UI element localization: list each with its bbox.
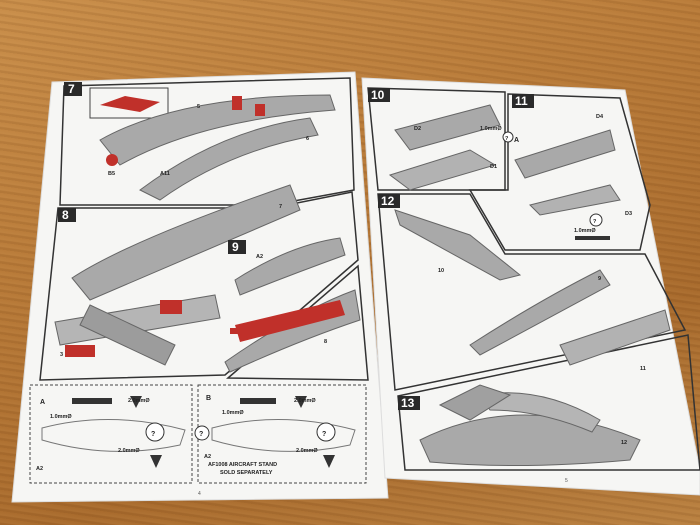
step-12-number: 12 bbox=[381, 194, 395, 208]
panel-step-12 bbox=[377, 193, 687, 391]
option-b-drill-bottom: 2.0mmØ bbox=[296, 448, 318, 454]
right-page-number: 5 bbox=[565, 478, 568, 484]
callout-7: 7 bbox=[279, 204, 282, 210]
option-b-drill-top: 2.0mmØ bbox=[294, 398, 316, 404]
option-a-drill-left: 1.0mmØ bbox=[50, 414, 72, 420]
stand-note-line2: SOLD SEPARATELY bbox=[220, 470, 273, 476]
step-9-number: 9 bbox=[232, 240, 239, 254]
step9-wing bbox=[224, 237, 361, 373]
callout-10: 10 bbox=[438, 268, 444, 274]
right-page: ? ? bbox=[361, 77, 700, 496]
svg-text:?: ? bbox=[199, 431, 203, 438]
step13-aircraft bbox=[419, 384, 641, 467]
step7-fuselage bbox=[89, 87, 336, 201]
callout-8: 8 bbox=[324, 339, 327, 345]
step-13-badge bbox=[398, 396, 420, 410]
step10-drill: 1.0mmØ bbox=[480, 126, 502, 132]
step-11-number: 11 bbox=[515, 94, 528, 108]
svg-text:?: ? bbox=[505, 136, 509, 142]
svg-text:?: ? bbox=[593, 219, 597, 225]
panel-step-11 bbox=[468, 93, 651, 251]
step-13-number: 13 bbox=[401, 396, 415, 410]
callout-d2: D2 bbox=[414, 126, 421, 132]
step-8-number: 8 bbox=[62, 208, 69, 222]
option-b-letter: B bbox=[206, 395, 211, 402]
option-a-box bbox=[29, 384, 193, 484]
step-12-badge bbox=[378, 194, 400, 208]
callout-a11: A11 bbox=[160, 171, 170, 177]
step8-fuselage bbox=[54, 184, 301, 366]
panel-step-7 bbox=[59, 77, 355, 206]
option-a-drill-bottom: 2.0mmØ bbox=[118, 448, 140, 454]
callout-6: 6 bbox=[306, 136, 309, 142]
step-7-number: 7 bbox=[68, 82, 75, 96]
callout-12: 12 bbox=[621, 440, 627, 446]
stand-note-line1: AF1008 AIRCRAFT STAND bbox=[208, 462, 277, 468]
step-9-badge bbox=[228, 240, 246, 254]
step-8-badge bbox=[58, 208, 76, 222]
step-7-badge bbox=[64, 82, 82, 96]
option-b-part: A2 bbox=[204, 454, 211, 460]
step10-option: A bbox=[514, 137, 519, 144]
svg-text:?: ? bbox=[322, 431, 326, 438]
option-a-drill-top: 2.0mmØ bbox=[128, 398, 150, 404]
callout-d4: D4 bbox=[596, 114, 604, 120]
step12-assembly bbox=[394, 209, 671, 366]
callout-9: 9 bbox=[598, 276, 601, 282]
callout-11: 11 bbox=[640, 366, 646, 372]
callout-3: 3 bbox=[60, 352, 63, 358]
callout-a2-step9: A2 bbox=[256, 254, 263, 260]
step11-drill: 1.0mmØ bbox=[574, 228, 596, 234]
left-page-number: 4 bbox=[198, 491, 201, 497]
step-10-number: 10 bbox=[371, 88, 385, 102]
option-b-drill-left: 1.0mmØ bbox=[222, 410, 244, 416]
option-a-letter: A bbox=[40, 399, 45, 406]
step-11-badge bbox=[512, 94, 534, 108]
option-b-diagram: ? bbox=[211, 396, 356, 468]
callout-b5: B5 bbox=[108, 171, 115, 177]
callout-d1: D1 bbox=[490, 164, 497, 170]
left-page: ? ? ? bbox=[11, 71, 389, 503]
callout-d3: D3 bbox=[625, 211, 632, 217]
step11-wing: ? bbox=[514, 129, 621, 240]
option-a-part: A2 bbox=[36, 466, 43, 472]
step-10-badge bbox=[368, 88, 390, 102]
callout-5: 5 bbox=[197, 104, 200, 110]
option-a-diagram: ? ? bbox=[41, 396, 210, 468]
svg-text:?: ? bbox=[151, 431, 155, 438]
step10-wing: ? bbox=[388, 104, 514, 191]
